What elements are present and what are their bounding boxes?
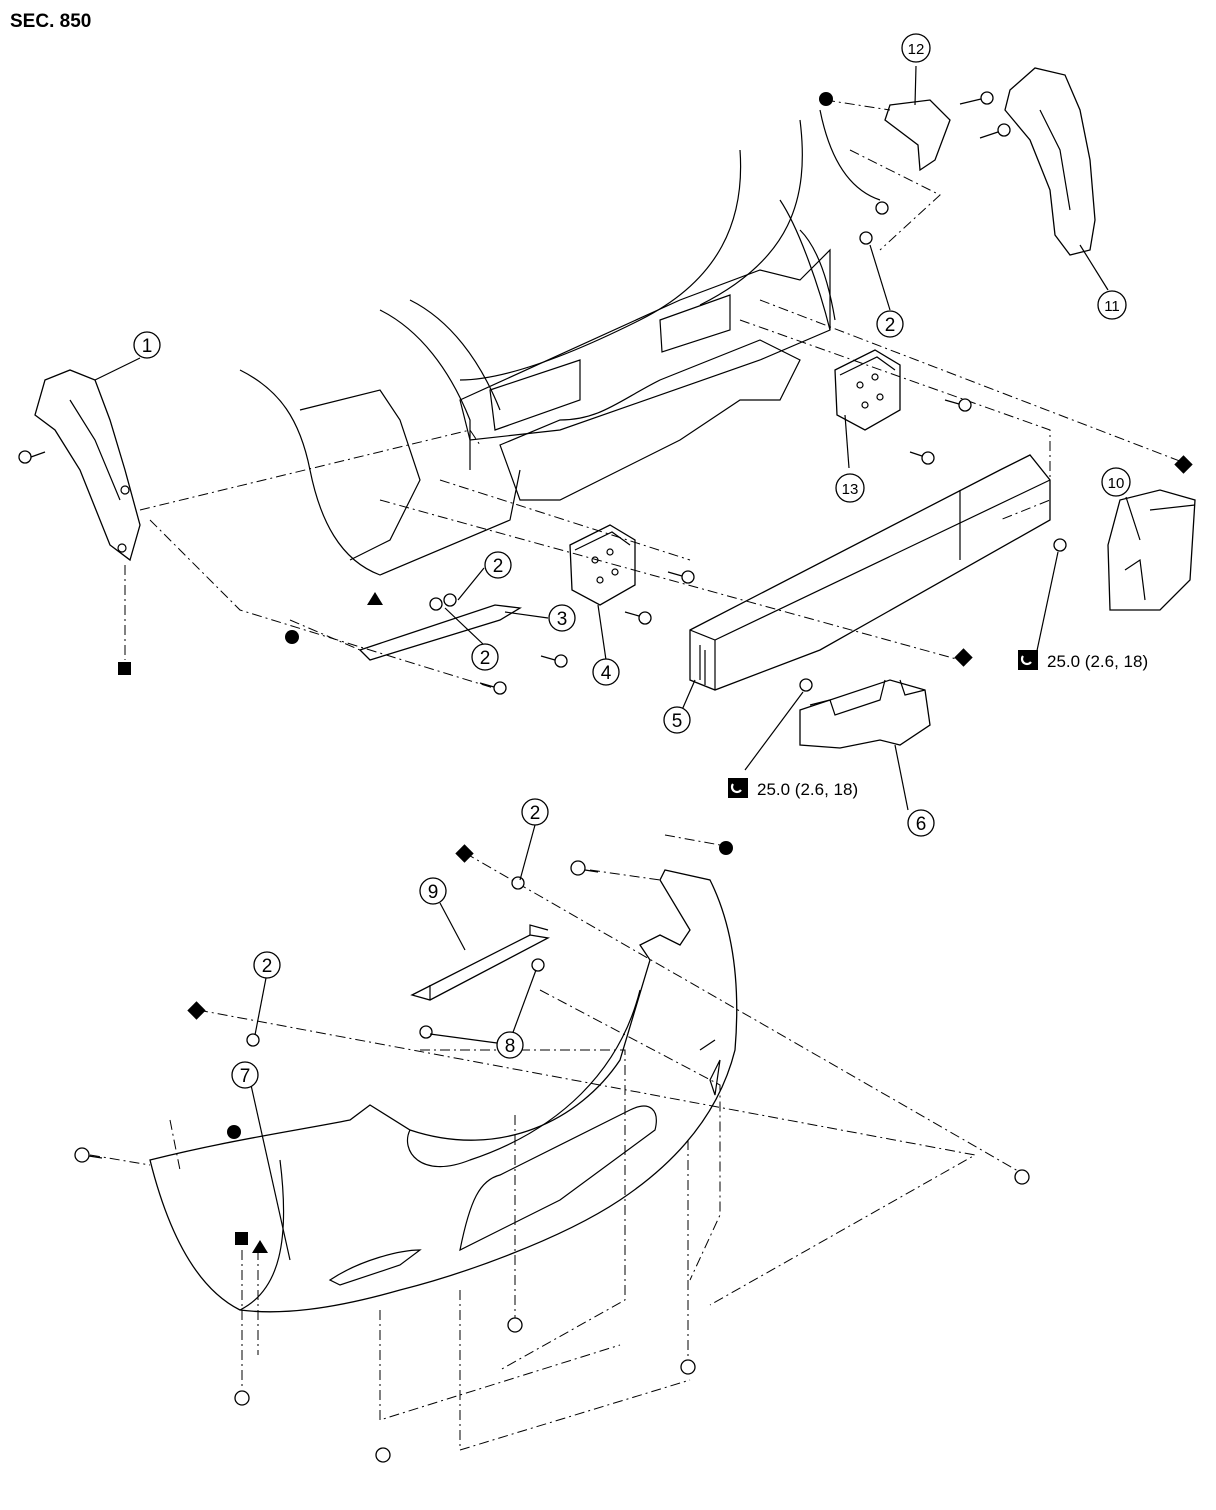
- bolt: [540, 654, 568, 668]
- callout-2: 2: [484, 551, 512, 579]
- callout-8: 8: [496, 1031, 524, 1059]
- torque-value: 25.0 (2.6, 18): [757, 780, 858, 799]
- callout-number: 10: [1108, 475, 1125, 492]
- bracket-4: [569, 524, 636, 606]
- callout-number: 4: [601, 663, 612, 684]
- torque-value: 25.0 (2.6, 18): [1047, 652, 1148, 671]
- nut: [1053, 538, 1067, 552]
- clip: [511, 876, 525, 890]
- torque-spec: 25.0 (2.6, 18): [1018, 650, 1148, 671]
- bracket-9: [410, 924, 551, 1001]
- screw: [234, 1390, 250, 1406]
- clip: [246, 1033, 260, 1047]
- diamond-marker: [1174, 455, 1193, 474]
- bracket-3: [358, 604, 522, 661]
- bracket-13: [834, 349, 901, 431]
- torque-wrench-icon: [728, 778, 748, 798]
- callout-number: 2: [885, 315, 896, 336]
- callout-6: 6: [907, 809, 935, 837]
- bolt: [18, 450, 46, 464]
- section-title: SEC. 850: [10, 11, 91, 32]
- callout-11: 11: [1097, 290, 1127, 320]
- clip: [531, 958, 545, 972]
- callout-5: 5: [663, 706, 691, 734]
- callout-number: 2: [480, 648, 491, 669]
- callout-leaders: [94, 65, 1141, 1261]
- callout-2: 2: [471, 643, 499, 671]
- diamond-marker: [455, 844, 474, 863]
- clip: [429, 597, 443, 611]
- callout-9: 9: [419, 877, 447, 905]
- screw: [375, 1447, 391, 1463]
- bolt: [667, 570, 695, 584]
- diamond-marker: [954, 648, 973, 667]
- screw: [507, 1317, 523, 1333]
- callout-number: 5: [672, 711, 683, 732]
- bumper-fascia: [149, 869, 738, 1313]
- callout-number: 2: [530, 803, 541, 824]
- circle-marker: [227, 1125, 241, 1139]
- screw: [680, 1359, 696, 1375]
- callout-2: 2: [876, 310, 904, 338]
- rear-body-panel: [239, 109, 881, 576]
- bumper-reinforcement: [689, 454, 1051, 691]
- triangle-marker: [252, 1240, 268, 1253]
- circle-marker: [285, 630, 299, 644]
- clip: [859, 231, 873, 245]
- callout-number: 9: [428, 882, 439, 903]
- callout-number: 7: [240, 1066, 251, 1087]
- callout-number: 8: [505, 1036, 516, 1057]
- callout-number: 3: [557, 609, 568, 630]
- energy-absorber-10: [1107, 489, 1196, 611]
- callout-2: 2: [521, 798, 549, 826]
- clip: [419, 1025, 433, 1039]
- bolt: [944, 398, 972, 412]
- reference-markers: [118, 92, 1193, 1253]
- callout-number: 1: [142, 336, 153, 357]
- triangle-marker: [367, 592, 383, 605]
- bolt: [1014, 1169, 1030, 1185]
- circle-marker: [719, 841, 733, 855]
- callout-12: 12: [901, 33, 931, 63]
- callout-number: 6: [916, 814, 927, 835]
- callout-7: 7: [231, 1061, 259, 1089]
- clip: [443, 593, 457, 607]
- bracket-12: [884, 99, 951, 172]
- side-bracket-left: [34, 369, 141, 562]
- callout-number: 2: [262, 956, 273, 977]
- callout-number: 12: [908, 41, 925, 58]
- clip: [875, 201, 889, 215]
- circle-marker: [819, 92, 833, 106]
- bolt: [959, 91, 994, 105]
- fasteners: [18, 91, 1067, 1463]
- square-marker: [118, 662, 131, 675]
- assembly-lines: [89, 99, 1191, 1451]
- bolt: [570, 860, 599, 876]
- callout-number: 13: [842, 481, 859, 498]
- callout-number: 11: [1104, 298, 1120, 315]
- callout-10: 10: [1101, 467, 1131, 497]
- bolt: [479, 681, 507, 695]
- callout-3: 3: [548, 604, 576, 632]
- callout-1: 1: [133, 331, 161, 359]
- bolt: [624, 611, 652, 625]
- energy-absorber-6: [799, 679, 931, 749]
- side-bracket-right: [1004, 67, 1096, 256]
- torque-spec: 25.0 (2.6, 18): [728, 778, 858, 799]
- callout-number: 2: [493, 556, 504, 577]
- nut: [799, 678, 813, 692]
- bolt: [74, 1147, 103, 1163]
- diamond-marker: [187, 1001, 206, 1020]
- bolt: [909, 451, 935, 465]
- callout-4: 4: [592, 658, 620, 686]
- callout-13: 13: [835, 473, 865, 503]
- torque-wrench-icon: [1018, 650, 1038, 670]
- callout-2: 2: [253, 951, 281, 979]
- bolt: [979, 123, 1011, 139]
- square-marker: [235, 1232, 248, 1245]
